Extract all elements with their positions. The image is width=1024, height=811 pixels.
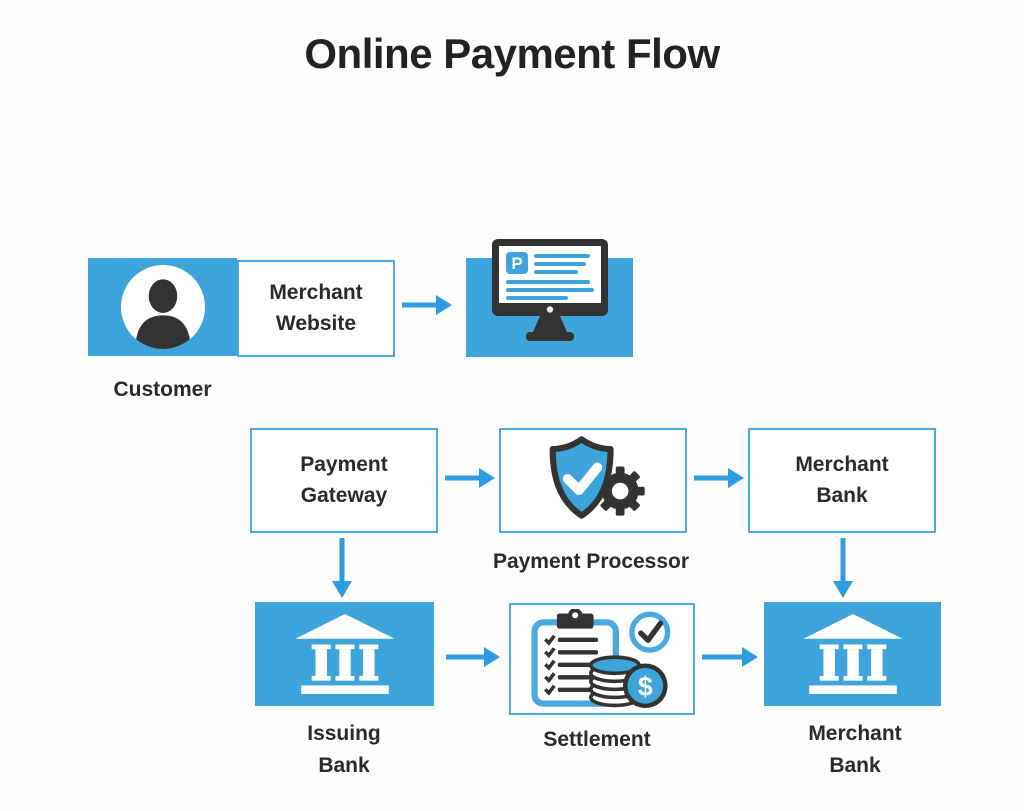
arrow-right-icon xyxy=(402,295,452,315)
merchant-website-label: Merchant Website xyxy=(269,281,363,335)
page-title: Online Payment Flow xyxy=(304,30,720,77)
payment-processor-label: Payment Processor xyxy=(492,550,690,573)
browser-logo-monogram: P xyxy=(511,254,522,273)
clipboard-coins-check-icon: $ xyxy=(531,609,671,709)
shield-check-gear-icon xyxy=(549,435,645,519)
customer-node xyxy=(88,258,237,356)
customer-label: Customer xyxy=(113,378,212,401)
merchant-bank-label: Merchant Bank xyxy=(795,453,889,507)
issuing-bank-node xyxy=(255,602,434,706)
arrow-down-icon xyxy=(833,538,853,598)
dollar-coin-icon: $ xyxy=(622,663,668,709)
bank-icon xyxy=(294,614,395,694)
arrow-right-icon xyxy=(694,468,744,488)
person-icon xyxy=(120,265,205,349)
settlement-node: $ xyxy=(509,603,695,715)
payment-gateway-node: Payment Gateway xyxy=(250,428,438,533)
arrow-down-icon xyxy=(332,538,352,598)
merchant-bank-acquirer-label: Merchant Bank xyxy=(808,722,902,777)
payment-processor-node xyxy=(499,428,687,533)
monitor-icon: P xyxy=(492,239,608,341)
issuing-bank-label: Issuing Bank xyxy=(307,722,381,777)
check-circle-icon xyxy=(629,611,671,653)
payment-gateway-label: Payment Gateway xyxy=(300,453,388,507)
merchant-website-node: Merchant Website xyxy=(237,260,395,357)
merchant-bank-acquirer-node xyxy=(764,602,941,706)
arrow-right-icon xyxy=(446,647,500,667)
merchant-bank-node: Merchant Bank xyxy=(748,428,936,533)
settlement-label: Settlement xyxy=(543,728,651,751)
dollar-sign: $ xyxy=(638,672,653,702)
gear-icon xyxy=(595,466,645,516)
arrow-right-icon xyxy=(445,468,495,488)
arrow-right-icon xyxy=(702,647,758,667)
bank-icon xyxy=(802,614,903,694)
